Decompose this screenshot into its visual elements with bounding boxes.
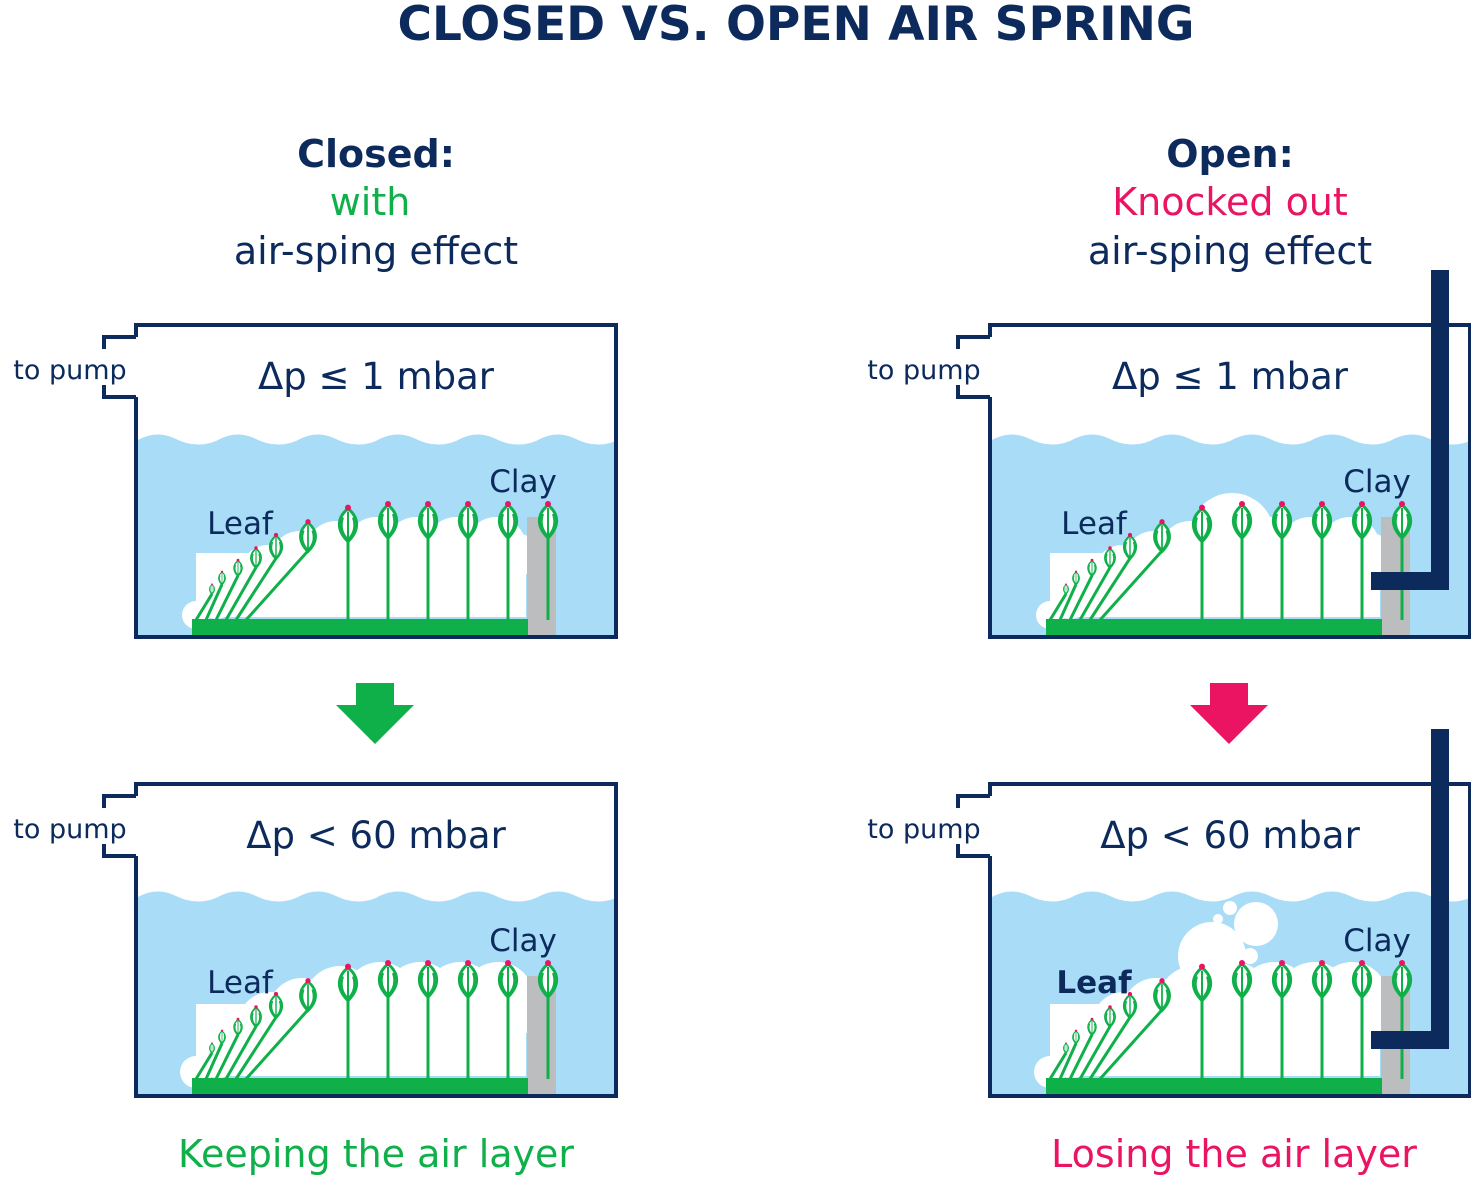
leaf-base [192,619,528,637]
leaf-label: Leaf [207,965,274,1001]
open-heading: Open: [1166,132,1294,176]
leaf-label: Leaf [1061,506,1128,542]
air-bubble [1242,948,1258,964]
tank-outline [988,782,1471,1098]
closed-state-label: with [330,180,411,224]
pressure-label: Δp ≤ 1 mbar [1112,355,1349,398]
tank-outline [134,323,618,639]
closed-down-arrow [336,683,414,744]
clay-block [527,517,556,636]
leaf-hairs [194,958,559,1081]
pump-port [102,794,136,808]
pump-label: to pump [867,814,980,845]
pump-port [956,794,990,808]
tank-outline [134,782,618,1098]
leaf-hairs [1048,499,1413,622]
leaf-hairs [1048,958,1413,1081]
leaf-base [1046,1078,1382,1096]
clay-label: Clay [489,464,557,500]
pressure-label: Δp < 60 mbar [1100,814,1360,857]
open-down-arrow [1190,683,1268,744]
closed-conclusion: Keeping the air layer [178,1132,574,1176]
leaf-label: Leaf [207,506,274,542]
clay-label: Clay [489,923,557,959]
open-header: Open: Knocked out air-sping effect [1088,132,1372,273]
air-bubble [1178,922,1246,990]
open-effect-label: air-sping effect [1088,229,1372,273]
pump-label: to pump [867,355,980,386]
pump-label: to pump [13,814,126,845]
tank-outline [988,323,1471,639]
pump-label: to pump [13,355,126,386]
open-conclusion: Losing the air layer [1051,1132,1417,1176]
leaf-base [1046,619,1382,637]
leaf-label: Leaf [1056,965,1132,1001]
air-bubble [1223,901,1237,915]
page-title: CLOSED VS. OPEN AIR SPRING [397,0,1194,52]
pump-port [102,335,136,349]
air-bubble [1213,914,1223,924]
open-tube [1371,270,1449,590]
open-state-label: Knocked out [1112,180,1348,224]
closed-heading: Closed: [297,132,455,176]
clay-label: Clay [1343,923,1411,959]
pressure-label: Δp < 60 mbar [246,814,506,857]
clay-label: Clay [1343,464,1411,500]
leaf-hairs [194,499,559,622]
open-tube [1371,729,1449,1049]
closed-header: Closed: with air-sping effect [234,132,518,273]
leaf-base [192,1078,528,1096]
closed-effect-label: air-sping effect [234,229,518,273]
pressure-label: Δp ≤ 1 mbar [258,355,495,398]
air-bubble [1234,902,1278,946]
pump-port [956,335,990,349]
clay-block [527,976,556,1095]
